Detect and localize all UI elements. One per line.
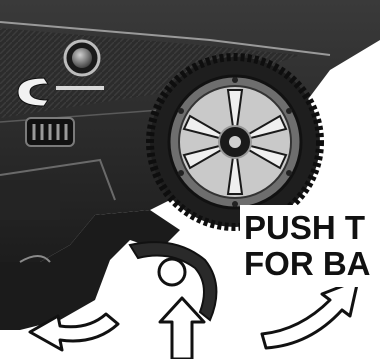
wheel-icon [150,57,320,227]
caption-line-2: FOR BA [244,246,380,282]
dial-icon [65,41,99,75]
caption-line-1: PUSH T [244,210,380,246]
vent-grille [26,118,74,146]
